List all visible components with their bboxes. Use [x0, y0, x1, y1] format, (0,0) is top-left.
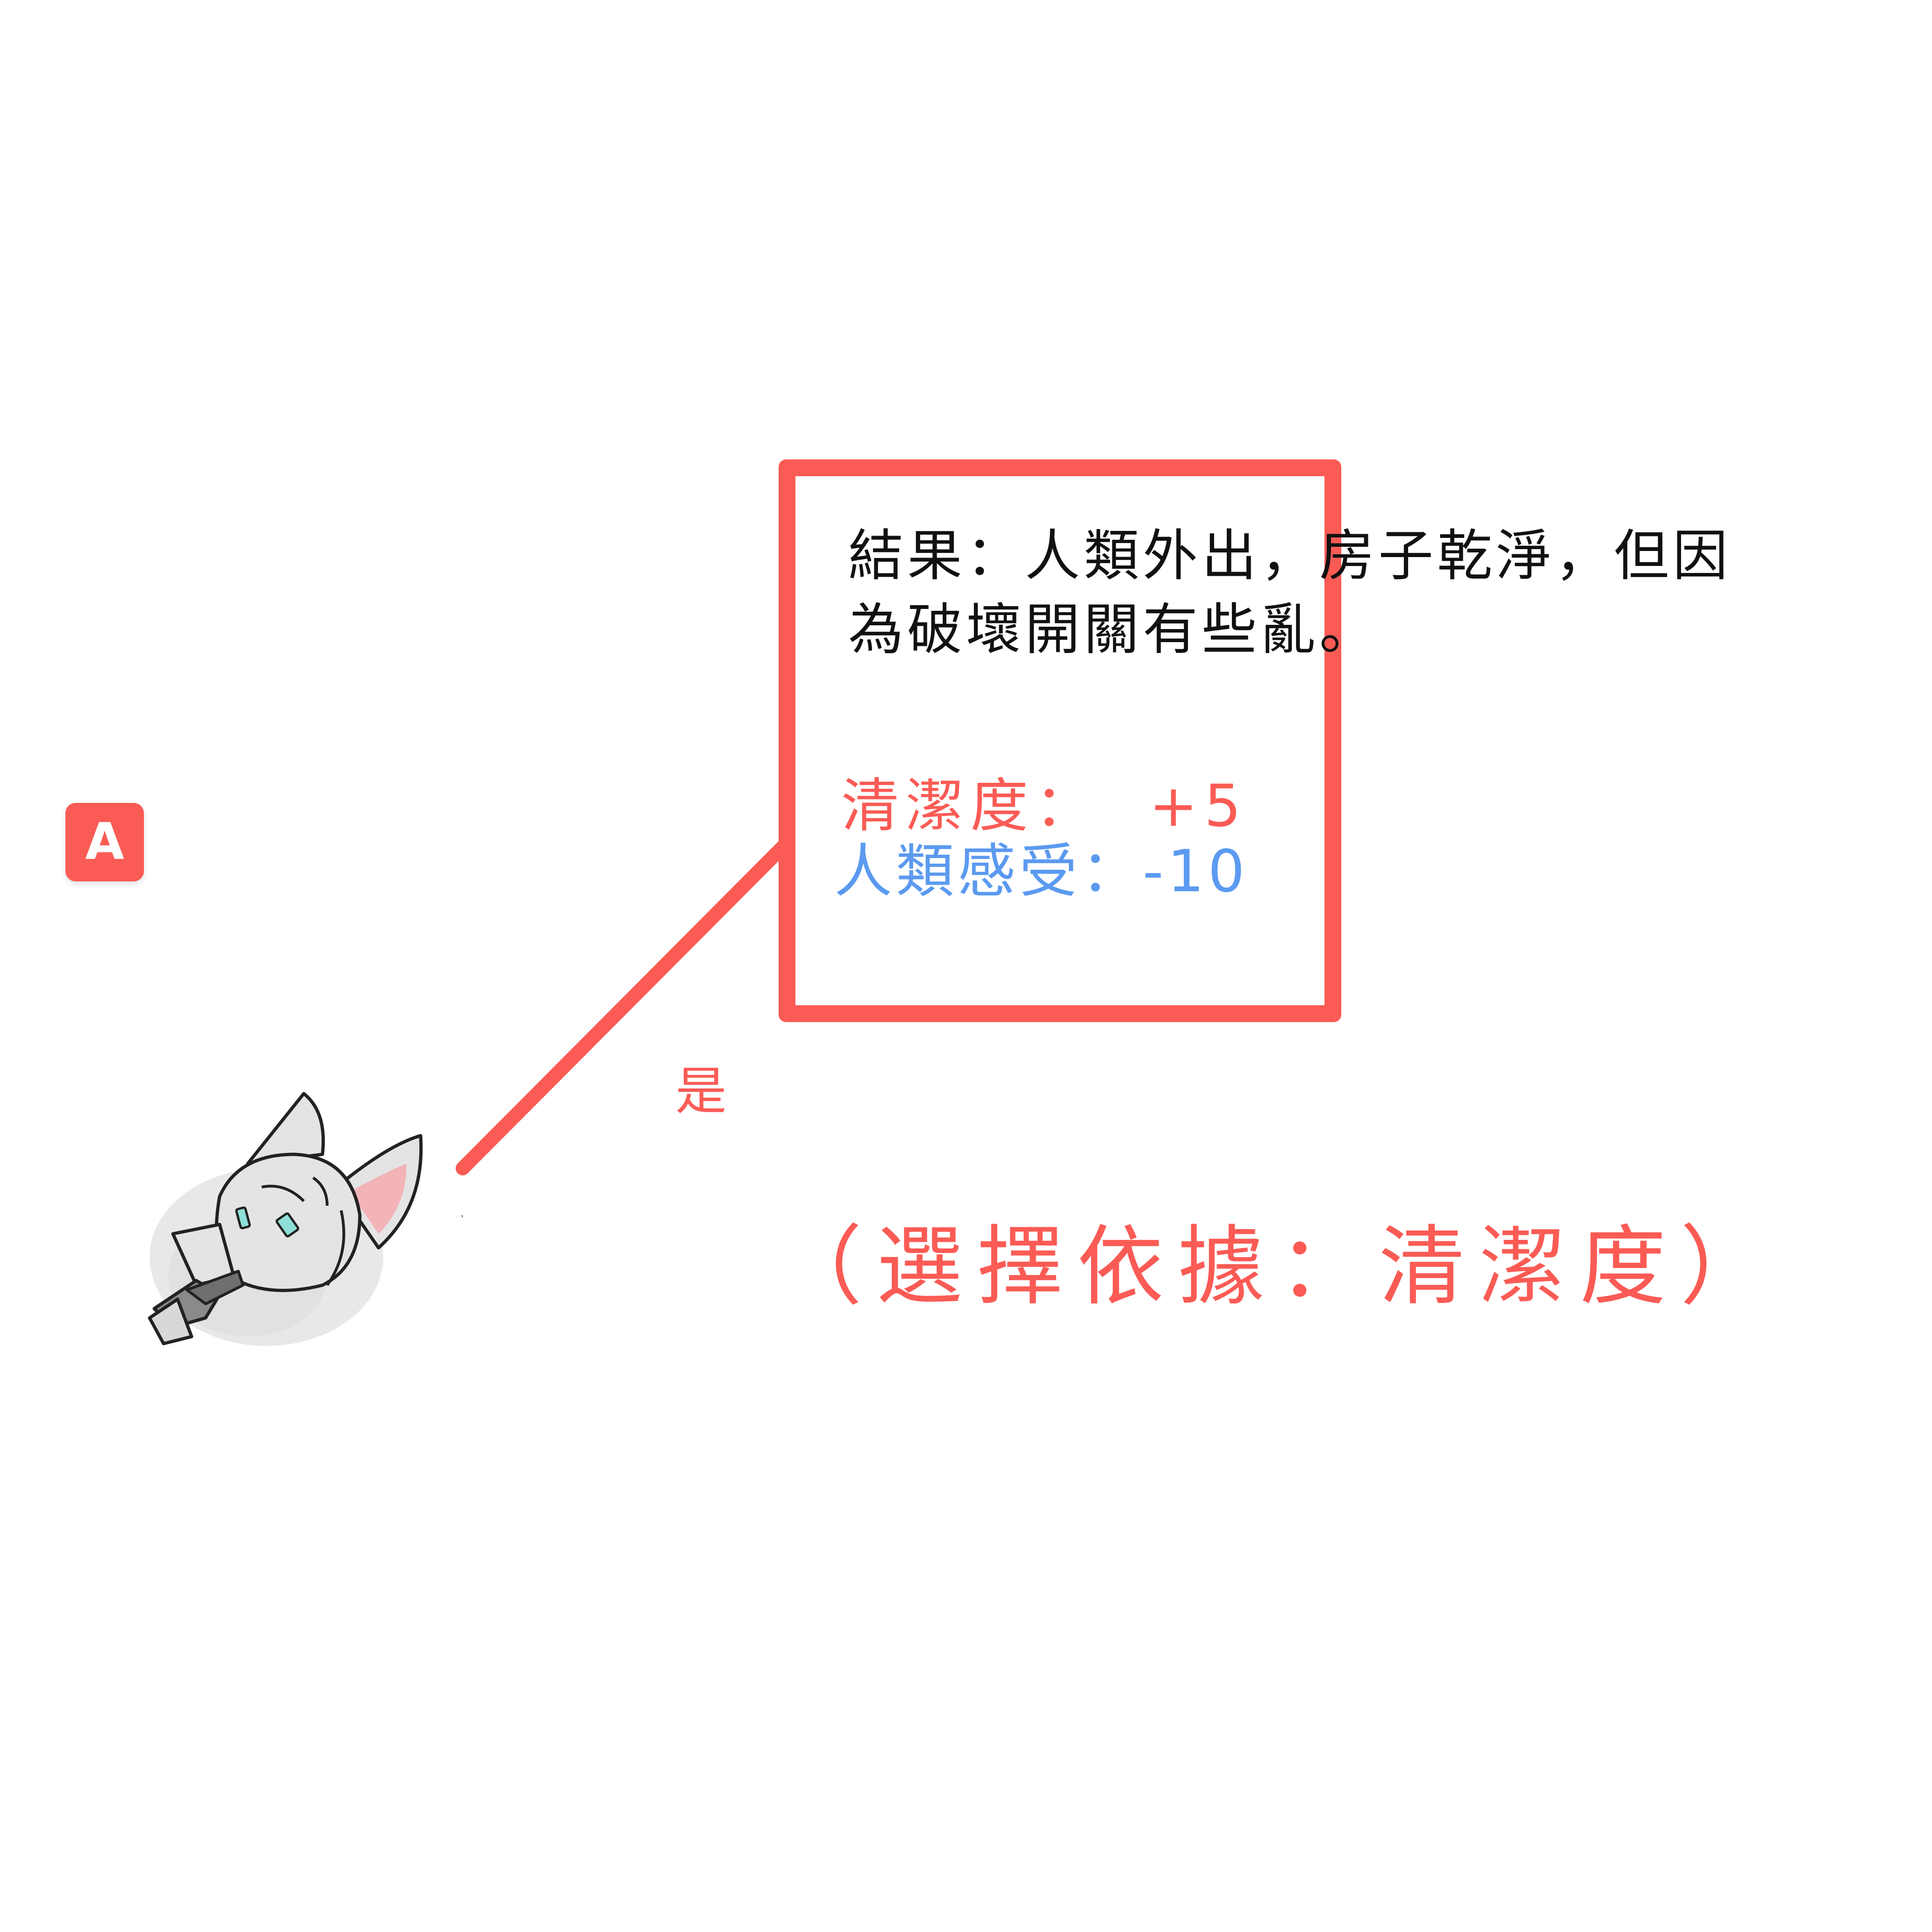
- cleanliness-score: 清潔度： +5: [841, 773, 1248, 840]
- result-description: 結果：人類外出，房子乾淨，但因為破壞開關有些亂。: [848, 523, 1732, 662]
- branch-label-yes: 是: [675, 1061, 727, 1121]
- selection-basis: （選擇依據：清潔度）: [776, 1216, 1781, 1317]
- cat-robot-character-icon: [148, 1092, 463, 1346]
- option-badge: A: [65, 803, 144, 881]
- result-box: [779, 459, 1341, 1022]
- human-feeling-score: 人類感受：-10: [834, 838, 1249, 905]
